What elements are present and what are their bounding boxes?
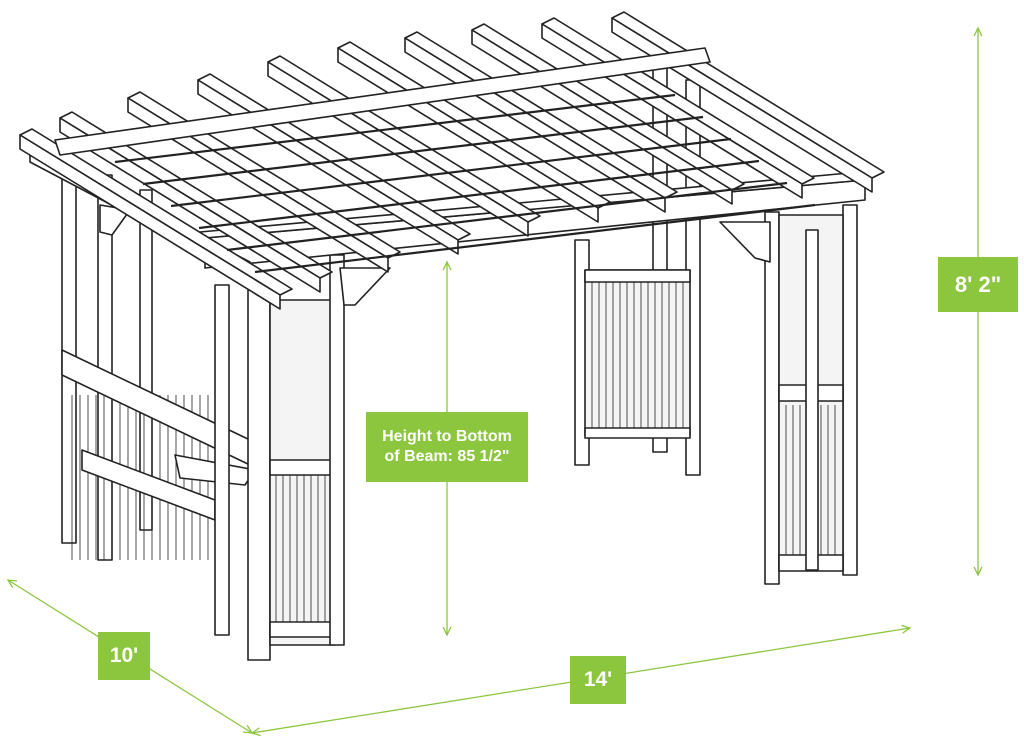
- purlin: [170, 137, 732, 208]
- front-right-structure: [764, 204, 858, 585]
- panel-rail-lower: [269, 621, 336, 638]
- rear-header: [54, 47, 711, 156]
- purlins: [114, 93, 816, 274]
- left-inner-post: [139, 189, 153, 531]
- front-left-post-b: [247, 289, 271, 661]
- purlin: [142, 115, 704, 186]
- pergola-structure: [19, 11, 885, 661]
- overall-height-dimension-arrowhead: [973, 566, 983, 577]
- slat-panel-frame: [584, 269, 691, 436]
- beam-height-dimension-arrowhead: [442, 626, 452, 637]
- knee-brace: [339, 267, 391, 306]
- rafter-side: [19, 134, 281, 310]
- back-right-slat-panel: [584, 269, 691, 439]
- purlin: [198, 159, 760, 230]
- width-text: 14': [583, 667, 613, 691]
- purlin: [226, 181, 788, 252]
- front-right-post-b: [842, 204, 858, 576]
- overall-height-dimension-arrowhead: [973, 26, 983, 37]
- overall-height-text: 8' 2": [954, 271, 1002, 297]
- front-right-post-a: [764, 211, 780, 585]
- width-dimension-arrowhead: [250, 727, 261, 737]
- beam-height-text-line1: Height to Bottom: [382, 428, 512, 445]
- width-label: 14': [570, 656, 626, 704]
- beam-height-text-line2: of Beam: 85 1/2": [384, 448, 510, 465]
- depth-text: 10': [109, 643, 139, 667]
- left-side-structure: [61, 167, 256, 561]
- beam-height-dimension-arrowhead: [442, 260, 452, 271]
- purlin: [254, 203, 816, 274]
- purlin: [114, 93, 676, 164]
- panel-top-rail: [584, 269, 691, 283]
- front-left-post-a: [214, 284, 230, 636]
- depth-dimension-arrowhead: [242, 725, 254, 734]
- rafter-side: [127, 97, 389, 273]
- overall-height-label: 8' 2": [938, 257, 1018, 312]
- width-dimension-arrowhead: [901, 624, 912, 634]
- beam-height-label: Height to Bottom of Beam: 85 1/2": [366, 412, 528, 482]
- front-right-inner-post: [805, 229, 819, 571]
- panel-bottom-rail: [584, 427, 691, 439]
- depth-dimension-arrowhead: [6, 579, 18, 588]
- depth-label: 10': [98, 632, 150, 680]
- panel-rail-upper: [269, 459, 336, 476]
- rear-header-beam: [54, 47, 711, 156]
- front-inner-post: [329, 254, 345, 646]
- knee-brace: [719, 221, 771, 263]
- front-left-structure: [214, 254, 345, 661]
